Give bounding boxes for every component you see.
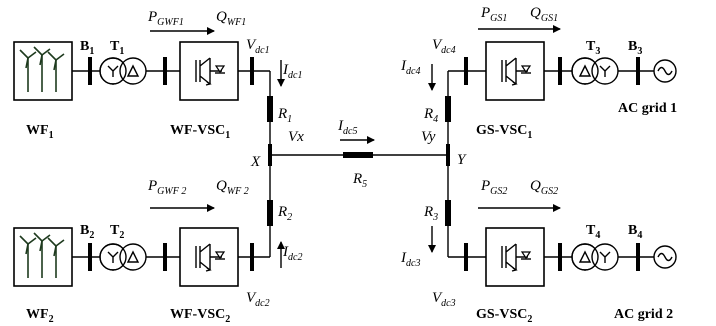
label-b1: B1 [80, 39, 94, 57]
label-idc4: Idc4 [400, 58, 420, 77]
label-r1: R1 [277, 106, 292, 125]
label-vdc2: Vdc2 [246, 290, 270, 309]
label-ac-grid-2: AC grid 2 [614, 307, 673, 322]
label-idc5: Idc5 [337, 118, 357, 137]
label-vdc4: Vdc4 [432, 37, 456, 56]
resistor-r5 [343, 152, 373, 158]
wind-farm-2-icon [13, 227, 73, 287]
resistor-r4 [445, 96, 451, 122]
label-gs-vsc2: GS-VSC2 [476, 307, 532, 325]
transformer-t3-icon [571, 57, 619, 85]
label-r5: R5 [352, 171, 367, 190]
label-ac-grid-1: AC grid 1 [618, 101, 677, 116]
label-r4: R4 [423, 106, 438, 125]
wind-farm-1-icon [13, 41, 73, 101]
label-wf2: WF2 [26, 307, 54, 325]
label-vdc3: Vdc3 [432, 290, 456, 309]
ac-source-1-icon [653, 59, 677, 83]
label-wf-vsc1: WF-VSC1 [170, 123, 230, 141]
label-vx: Vx [288, 129, 304, 145]
label-node-x: X [250, 154, 261, 170]
label-b3: B3 [628, 39, 642, 57]
label-b4: B4 [628, 223, 642, 241]
wf-vsc2-converter-icon [179, 227, 239, 287]
label-vdc1: Vdc1 [246, 37, 270, 56]
transformer-t4-icon [571, 243, 619, 271]
label-node-y: Y [457, 152, 467, 168]
label-q-wf1: QWF1 [216, 9, 246, 28]
gs-vsc1-converter-icon [485, 41, 545, 101]
label-vy: Vy [421, 129, 436, 145]
label-idc3: Idc3 [400, 250, 420, 269]
label-r2: R2 [277, 204, 292, 223]
resistor-r1 [267, 96, 273, 122]
label-p-gs1: PGS1 [480, 5, 507, 24]
label-q-wf2: QWF 2 [216, 178, 249, 197]
resistor-r2 [267, 200, 273, 226]
transformer-t1-icon [99, 57, 147, 85]
label-t4: T4 [586, 223, 600, 241]
label-t3: T3 [586, 39, 600, 57]
label-idc1: Idc1 [282, 62, 302, 81]
label-t2: T2 [110, 223, 124, 241]
ac-source-2-icon [653, 245, 677, 269]
wf-vsc1-converter-icon [179, 41, 239, 101]
label-t1: T1 [110, 39, 124, 57]
gs-vsc2-converter-icon [485, 227, 545, 287]
label-idc2: Idc2 [282, 244, 302, 263]
label-gs-vsc1: GS-VSC1 [476, 123, 532, 141]
label-b2: B2 [80, 223, 94, 241]
transformer-t2-icon [99, 243, 147, 271]
label-p-gwf2: PGWF 2 [147, 178, 186, 197]
label-wf-vsc2: WF-VSC2 [170, 307, 230, 325]
label-q-gs1: QGS1 [530, 5, 558, 24]
label-p-gwf1: PGWF1 [147, 9, 184, 28]
label-wf1: WF1 [26, 123, 54, 141]
resistor-r3 [445, 200, 451, 226]
label-p-gs2: PGS2 [480, 178, 507, 197]
label-q-gs2: QGS2 [530, 178, 558, 197]
label-r3: R3 [423, 204, 438, 223]
